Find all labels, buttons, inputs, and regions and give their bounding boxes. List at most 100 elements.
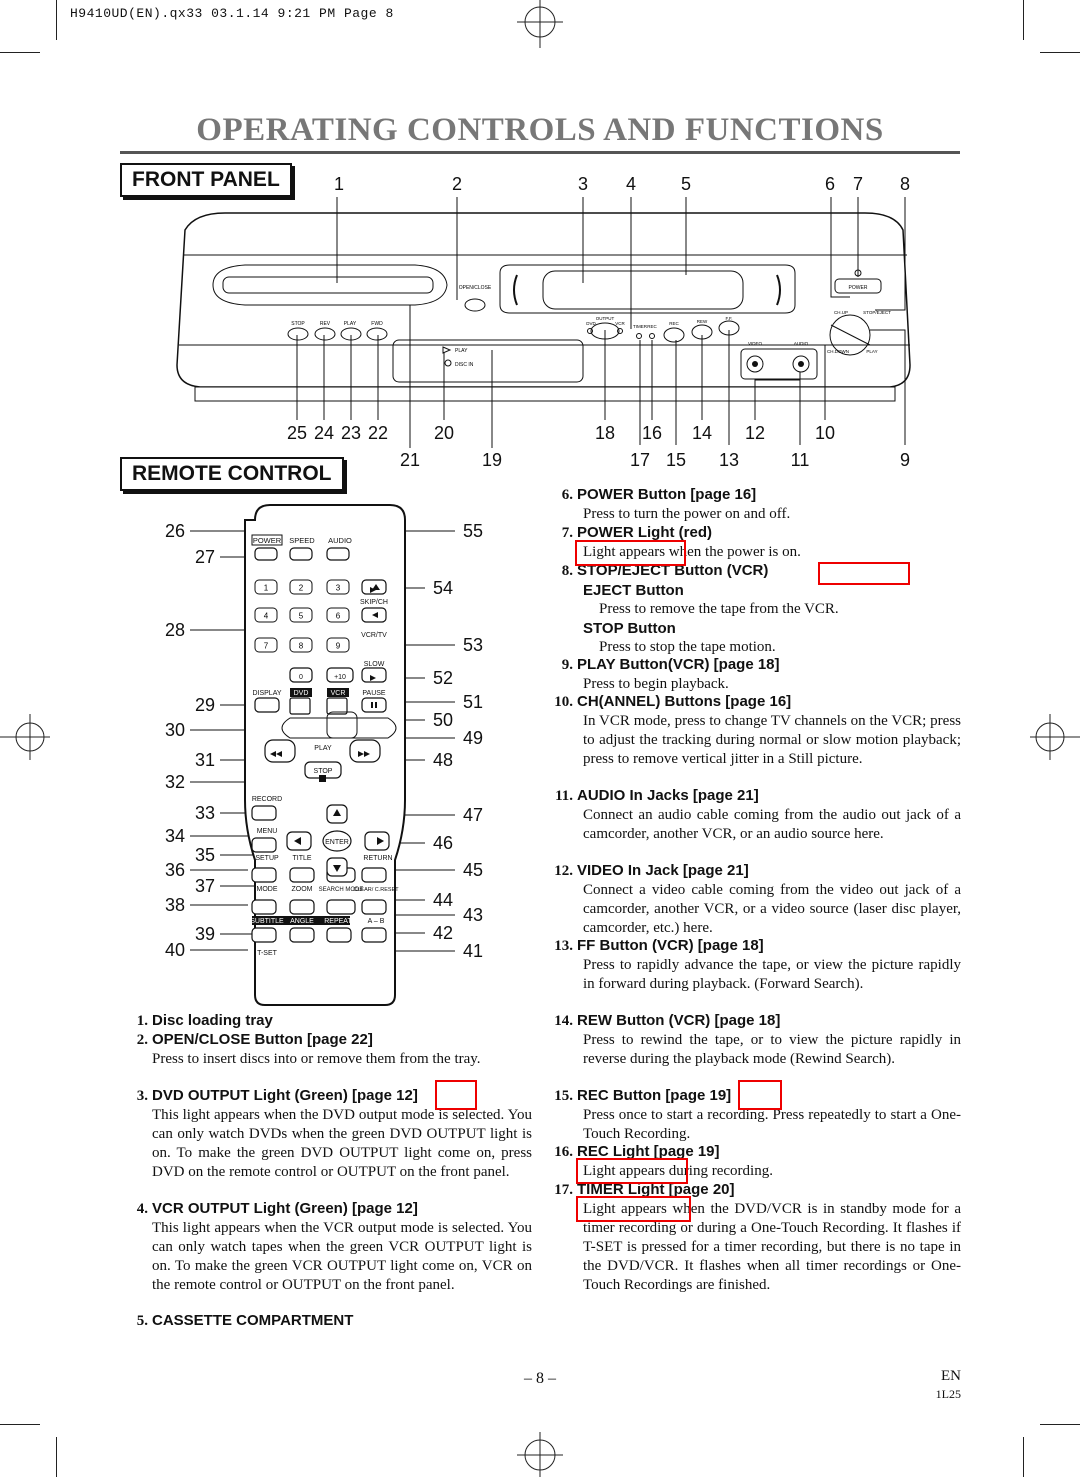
device-label-rec: REC: [669, 321, 679, 326]
callout-number: 31: [194, 750, 216, 770]
callout-number: 39: [194, 924, 216, 944]
callout-number: 6: [824, 174, 835, 194]
device-label-stop: STOP: [291, 321, 305, 327]
remote-key-audio: AUDIO: [328, 536, 352, 545]
callout-number: 43: [462, 905, 484, 925]
callout-number: 41: [462, 941, 484, 961]
crop-mark: [1023, 0, 1024, 40]
item-number: 11.: [555, 788, 573, 804]
item-14: 14.REW Button (VCR) [page 18] Press to r…: [547, 1011, 961, 1069]
file-header: H9410UD(EN).qx33 03.1.14 9:21 PM Page 8: [70, 6, 394, 21]
remote-key-subtitle: SUBTITLE: [250, 918, 284, 925]
item-description: Press to rapidly advance the tape, or vi…: [583, 957, 961, 992]
item-number: 4.: [136, 1201, 148, 1217]
remote-digit-label: 9: [336, 642, 341, 651]
remote-digit-label: 3: [336, 584, 341, 593]
item-10: 10.CH(ANNEL) Buttons [page 16] In VCR mo…: [547, 692, 961, 769]
item-heading: POWER Light (red): [577, 524, 712, 541]
document-code: 1L25: [935, 1387, 961, 1401]
item-6: 6.POWER Button [page 16] Press to turn t…: [547, 485, 961, 524]
callout-number: 23: [340, 423, 362, 443]
item-number: 16.: [554, 1144, 573, 1160]
remote-key-slow: SLOW: [364, 661, 385, 668]
callout-number: 26: [164, 521, 186, 541]
item-number: 8.: [561, 563, 573, 579]
remote-digit-key: [326, 579, 350, 595]
device-label-timer: TIMER: [633, 324, 648, 329]
callout-number: 21: [399, 450, 421, 470]
remote-digit-key: [254, 637, 278, 653]
callout-number: 17: [629, 450, 651, 470]
remote-digit-label: 1: [264, 584, 269, 593]
item-number: 2.: [136, 1032, 148, 1048]
item-8: 8.STOP/EJECT Button (VCR) EJECT Button P…: [547, 561, 961, 657]
crop-mark: [1040, 1424, 1080, 1425]
callout-number: 20: [433, 423, 455, 443]
callout-number: 9: [899, 450, 910, 470]
callout-number: 19: [481, 450, 503, 470]
callout-number: 29: [194, 695, 216, 715]
item-heading: FF Button (VCR) [page 18]: [577, 937, 764, 954]
remote-key-display: DISPLAY: [252, 690, 281, 697]
callout-number: 35: [194, 845, 216, 865]
device-label-rew: REW: [697, 319, 708, 324]
highlight-box: [435, 1080, 477, 1110]
callout-number: 22: [367, 423, 389, 443]
language-code: EN: [941, 1368, 961, 1384]
item-description: This light appears when the DVD output m…: [152, 1107, 532, 1180]
callout-number: 8: [899, 174, 910, 194]
callout-number: 50: [432, 710, 454, 730]
callout-number: 25: [286, 423, 308, 443]
item-subheading: STOP Button: [583, 620, 676, 637]
remote-digit-key: [254, 607, 278, 623]
item-number: 6.: [561, 487, 573, 503]
item-number: 15.: [554, 1088, 573, 1104]
crop-mark: [0, 52, 40, 53]
callout-number: 1: [333, 174, 344, 194]
item-heading: STOP/EJECT Button (VCR): [577, 562, 769, 579]
item-heading: CH(ANNEL) Buttons [page 16]: [577, 693, 792, 710]
item-number: 10.: [554, 694, 573, 710]
remote-key-vcr: VCR: [331, 690, 346, 697]
front-panel-label: FRONT PANEL: [120, 163, 292, 197]
callout-number: 45: [462, 860, 484, 880]
item-description: In VCR mode, press to change TV channels…: [583, 713, 961, 767]
item-heading: OPEN/CLOSE Button [page 22]: [152, 1031, 373, 1048]
item-description: Connect an audio cable coming from the a…: [583, 807, 961, 842]
remote-key-dvd: DVD: [294, 690, 309, 697]
item-1: 1.Disc loading tray: [122, 1011, 532, 1031]
remote-key-setup: SETUP: [255, 855, 279, 862]
callout-number: 2: [451, 174, 462, 194]
callout-number: 49: [462, 728, 484, 748]
remote-key-zoom: ZOOM: [292, 886, 313, 893]
callout-number: 32: [164, 772, 186, 792]
item-heading: VIDEO In Jack [page 21]: [577, 862, 749, 879]
callout-number: 52: [432, 668, 454, 688]
registration-mark: [517, 0, 563, 48]
callout-number: 48: [432, 750, 454, 770]
remote-digit-key: [326, 637, 350, 653]
callout-number: 54: [432, 578, 454, 598]
item-heading: Disc loading tray: [152, 1012, 273, 1029]
item-heading: CASSETTE COMPARTMENT: [152, 1312, 354, 1329]
highlight-box: [575, 540, 686, 566]
remote-key-zero: 0: [299, 674, 303, 681]
remote-key-mode: MODE: [257, 886, 278, 893]
callout-number: 16: [641, 423, 663, 443]
device-label-output: OUTPUT: [596, 316, 615, 321]
device-label-audio: AUDIO: [794, 341, 809, 346]
callout-number: 34: [164, 826, 186, 846]
item-2: 2.OPEN/CLOSE Button [page 22] Press to i…: [122, 1030, 532, 1069]
item-3: 3.DVD OUTPUT Light (Green) [page 12] Thi…: [122, 1086, 532, 1182]
item-heading: REW Button (VCR) [page 18]: [577, 1012, 781, 1029]
callout-number: 44: [432, 890, 454, 910]
callout-number: 42: [432, 923, 454, 943]
device-label-play-2: PLAY: [866, 349, 877, 354]
device-label-disc-in: DISC IN: [455, 362, 474, 368]
device-label-fwd: FWD: [371, 321, 383, 327]
item-13: 13.FF Button (VCR) [page 18] Press to ra…: [547, 936, 961, 994]
remote-key-menu: MENU: [257, 828, 278, 835]
callout-number: 37: [194, 876, 216, 896]
device-label-rec-light: REC: [647, 324, 657, 329]
